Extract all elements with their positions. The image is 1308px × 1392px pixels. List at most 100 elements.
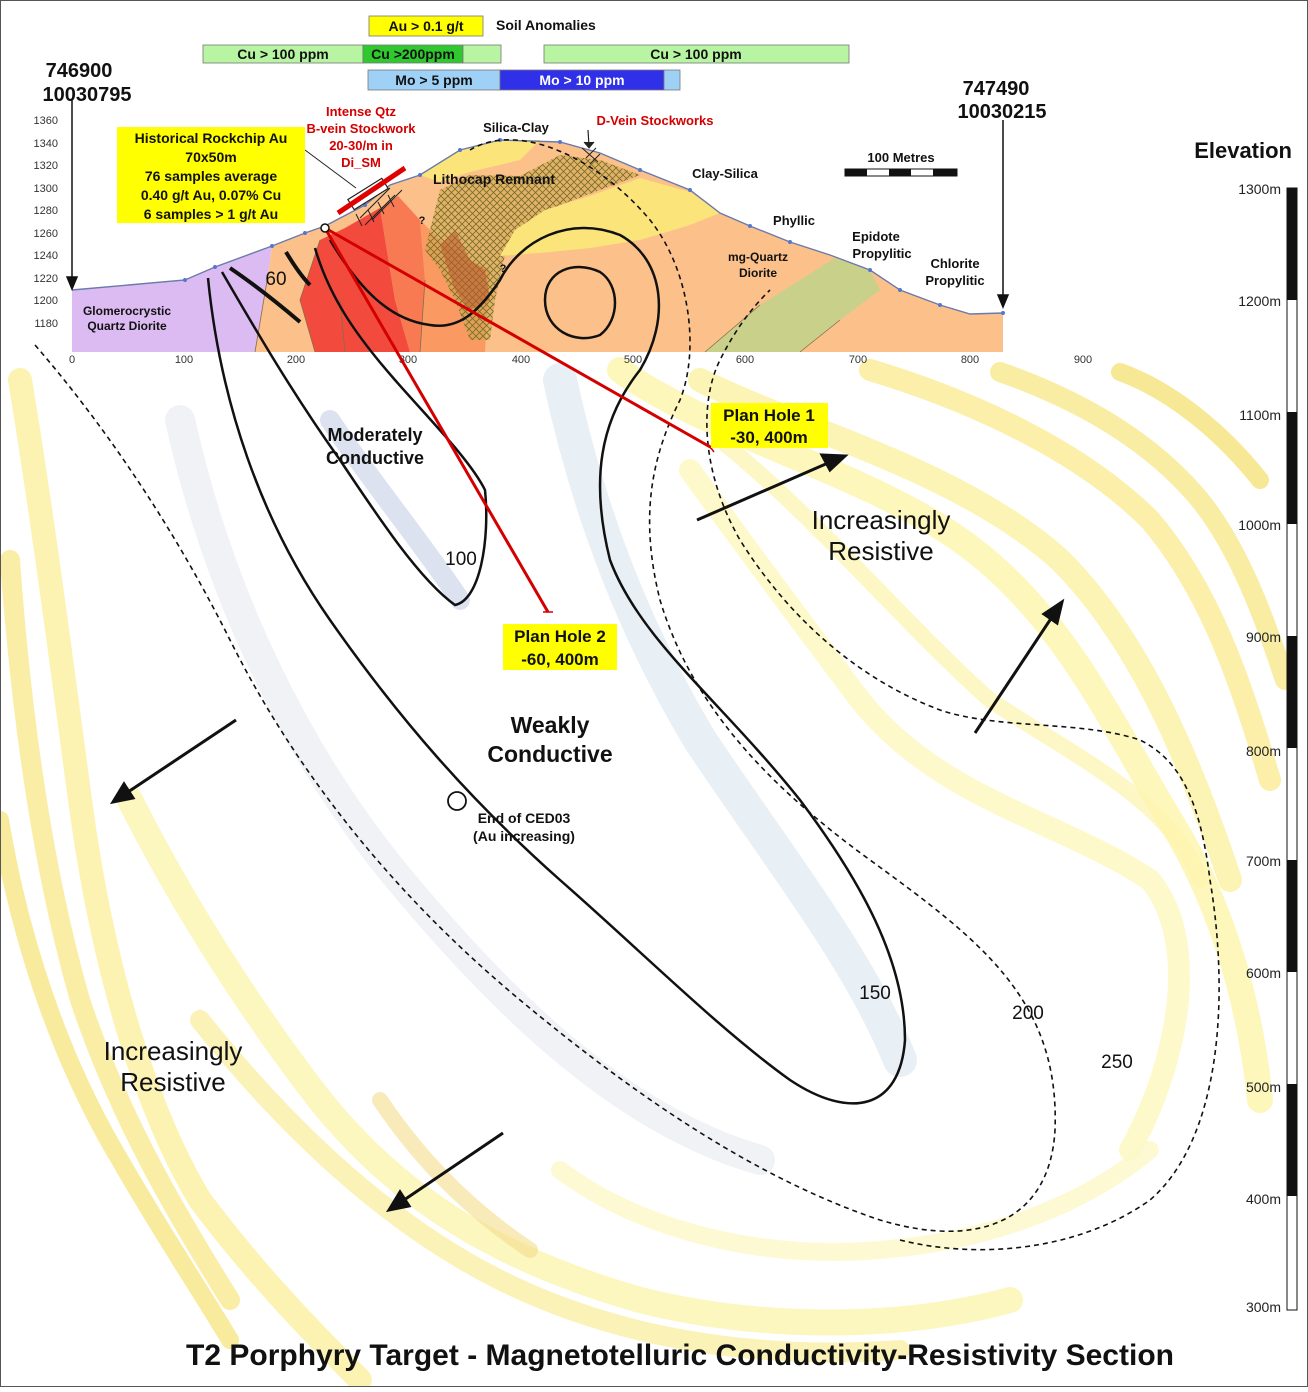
contour-label-150: 150	[859, 983, 891, 1004]
tick-1240: 1240	[34, 250, 58, 262]
contour-100	[220, 247, 488, 607]
moderate-line-1: Moderately	[327, 425, 422, 445]
soil-mo-high-label: Mo > 10 ppm	[539, 72, 624, 88]
hole-2-callout: Plan Hole 2 -60, 400m	[503, 624, 617, 670]
tick-1320: 1320	[34, 160, 58, 172]
soil-mo-low-label: Mo > 5 ppm	[395, 72, 472, 88]
elev-300: 300m	[1246, 1299, 1281, 1315]
figure-title: T2 Porphyry Target - Magnetotelluric Con…	[186, 1339, 1174, 1372]
endpoint-labels: 746900 10030795 747490 10030215	[43, 60, 1047, 123]
west-easting: 746900	[46, 60, 113, 82]
elev-400: 400m	[1246, 1191, 1281, 1207]
rockchip-line-3: 76 samples average	[145, 168, 278, 184]
tick-d700: 700	[849, 354, 867, 366]
scale-bar-label: 100 Metres	[867, 150, 934, 165]
contour-60	[228, 266, 302, 324]
contour-label-200: 200	[1012, 1003, 1044, 1024]
query-mark-2: ?	[500, 263, 507, 275]
rockchip-line-5: 6 samples > 1 g/t Au	[144, 206, 278, 222]
res-right-line-1: Increasingly	[812, 505, 951, 535]
soil-cu-left-label: Cu > 100 ppm	[237, 46, 328, 62]
chlorite-line-2: Propylitic	[925, 273, 984, 288]
elev-600: 600m	[1246, 965, 1281, 981]
query-mark-1: ?	[419, 215, 426, 227]
glomero-line-2: Quartz Diorite	[87, 319, 167, 333]
tick-d600: 600	[736, 354, 754, 366]
resistivity-arrows	[109, 453, 1065, 1213]
weak-line-1: Weakly	[511, 712, 590, 738]
epidote-line-1: Epidote	[852, 229, 900, 244]
res-right-line-2: Resistive	[828, 536, 933, 566]
tick-d200: 200	[287, 354, 305, 366]
elevation-title: Elevation	[1194, 138, 1292, 163]
ced03-line-1: End of CED03	[478, 810, 571, 826]
contour-label-100: 100	[445, 549, 477, 570]
east-easting: 747490	[963, 78, 1030, 100]
tick-1260: 1260	[34, 228, 58, 240]
epidote-line-2: Propylitic	[852, 246, 911, 261]
stockwork-callout: Intense Qtz B-vein Stockwork 20-30/m in …	[306, 104, 416, 170]
moderate-line-2: Conductive	[326, 448, 424, 468]
soil-anomalies: Au > 0.1 g/t Soil Anomalies Cu > 100 ppm…	[202, 15, 850, 91]
endpoint-arrows	[65, 100, 1010, 309]
mg-qd-line-1: mg-Quartz	[728, 250, 788, 264]
section-dist-ticks: 0 100 200 300 400 500 600 700 800 900	[69, 354, 1092, 366]
contour-250	[706, 289, 1220, 1251]
mg-qd-line-2: Diorite	[739, 266, 777, 280]
tick-1280: 1280	[34, 205, 58, 217]
elev-1200: 1200m	[1238, 293, 1281, 309]
phyllic-label: Phyllic	[773, 213, 815, 228]
silica-clay-label: Silica-Clay	[483, 120, 550, 135]
soil-cu-right-label: Cu > 100 ppm	[650, 46, 741, 62]
tick-1200: 1200	[34, 295, 58, 307]
soil-au-label: Au > 0.1 g/t	[388, 18, 463, 34]
tick-1340: 1340	[34, 138, 58, 150]
geology-labels: Glomerocrystic Quartz Diorite Silica-Cla…	[83, 120, 985, 333]
stockwork-line-4: Di_SM	[341, 155, 381, 170]
stockwork-line-2: B-vein Stockwork	[306, 121, 416, 136]
elev-1300: 1300m	[1238, 181, 1281, 197]
contour-200	[34, 139, 1056, 1233]
elev-900: 900m	[1246, 629, 1281, 645]
collar	[320, 223, 330, 233]
hole-1-callout: Plan Hole 1 -30, 400m	[711, 403, 828, 448]
east-northing: 10030215	[958, 101, 1047, 123]
contour-150	[206, 226, 907, 1105]
elev-800: 800m	[1246, 743, 1281, 759]
stockwork-line-3: 20-30/m in	[329, 138, 393, 153]
section-elev-ticks: 1360 1340 1320 1300 1280 1260 1240 1220 …	[34, 115, 58, 330]
elev-500: 500m	[1246, 1079, 1281, 1095]
clay-silica-label: Clay-Silica	[692, 166, 759, 181]
tick-1360: 1360	[34, 115, 58, 127]
rockchip-callout: Historical Rockchip Au 70x50m 76 samples…	[117, 127, 305, 223]
hole-2-line-2: -60, 400m	[521, 650, 599, 669]
elev-1000: 1000m	[1238, 517, 1281, 533]
tick-d500: 500	[624, 354, 642, 366]
hole-1-line-1: Plan Hole 1	[723, 406, 815, 425]
res-left-line-1: Increasingly	[104, 1036, 243, 1066]
resistivity-background	[0, 357, 1295, 1392]
stockwork-line-1: Intense Qtz	[326, 104, 397, 119]
hole-1-line-2: -30, 400m	[730, 428, 808, 447]
weak-line-2: Conductive	[487, 741, 612, 767]
dvein-label: D-Vein Stockworks	[596, 113, 713, 128]
ced03-line-2: (Au increasing)	[473, 828, 575, 844]
contour-60b	[284, 250, 312, 287]
tick-1180: 1180	[34, 318, 58, 330]
contour-lines	[34, 139, 1220, 1251]
tick-1220: 1220	[34, 273, 58, 285]
rockchip-line-4: 0.40 g/t Au, 0.07% Cu	[141, 187, 281, 203]
ced03-end-marker	[447, 791, 467, 811]
contour-inner	[543, 265, 617, 340]
soil-heading: Soil Anomalies	[496, 17, 596, 33]
lithocap-label: Lithocap Remnant	[433, 171, 555, 187]
plan-hole-2-trace	[323, 227, 550, 613]
hole-2-line-1: Plan Hole 2	[514, 627, 606, 646]
rockchip-line-2: 70x50m	[185, 149, 236, 165]
elevation-axis: Elevation 1300m 1200m 1100m 1000m 900m 8…	[1194, 138, 1298, 1315]
elev-700: 700m	[1246, 853, 1281, 869]
tick-d0: 0	[69, 354, 75, 366]
scale-bar: 100 Metres	[844, 150, 958, 177]
